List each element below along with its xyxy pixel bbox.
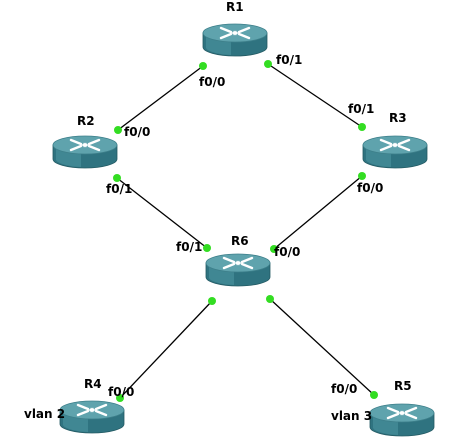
port-dot-r6-f0-1 — [203, 244, 211, 252]
port-label-r5-f0-0: f0/0 — [331, 382, 357, 396]
router-r4-name: R4 — [84, 377, 102, 391]
router-r6-name: R6 — [231, 234, 249, 248]
router-r2-icon[interactable] — [52, 135, 118, 169]
router-r3-name: R3 — [389, 111, 407, 125]
router-r5-icon[interactable] — [369, 403, 435, 437]
port-dots-layer — [113, 60, 378, 402]
port-dot-r3-f0-1 — [358, 123, 366, 131]
port-label-r3-f0-0: f0/0 — [357, 181, 383, 195]
port-dot-r1-f0-0 — [199, 62, 207, 70]
link-r1-r3[interactable] — [267, 63, 363, 128]
port-dot-r4-f0-0 — [116, 394, 124, 402]
link-r6-r4[interactable] — [119, 300, 213, 399]
link-r6-r5[interactable] — [269, 298, 375, 396]
port-label-r2-f0-1: f0/1 — [106, 182, 132, 196]
port-label-r2-f0-0: f0/0 — [124, 125, 150, 139]
port-label-r6-f0-0: f0/0 — [274, 245, 300, 259]
port-label-r1-f0-1: f0/1 — [276, 53, 302, 67]
port-dot-r6-link — [208, 297, 216, 305]
port-label-r6-f0-1: f0/1 — [176, 240, 202, 254]
router-r4-vlan-label: vlan 2 — [24, 407, 65, 421]
port-dot-r2-f0-1 — [113, 174, 121, 182]
links-layer — [116, 63, 375, 399]
router-r1-name: R1 — [226, 0, 244, 14]
port-dot-r5-f0-0 — [370, 391, 378, 399]
router-r3-icon[interactable] — [362, 135, 428, 169]
port-label-r4-f0-0: f0/0 — [108, 385, 134, 399]
router-r5-name: R5 — [394, 379, 412, 393]
port-dot-r6-link — [266, 295, 274, 303]
link-r2-r6[interactable] — [116, 177, 208, 249]
link-r1-r2[interactable] — [117, 65, 204, 131]
router-r2-name: R2 — [77, 114, 95, 128]
port-dot-r6-f0-0 — [270, 245, 278, 253]
router-r1-icon[interactable] — [202, 23, 268, 57]
routers-layer — [52, 23, 435, 437]
port-dot-r1-f0-1 — [264, 60, 272, 68]
router-r5-vlan-label: vlan 3 — [331, 409, 372, 423]
link-r3-r6[interactable] — [273, 175, 363, 250]
port-label-r3-f0-1: f0/1 — [348, 102, 374, 116]
router-r6-icon[interactable] — [205, 253, 271, 287]
port-label-r1-f0-0: f0/0 — [199, 75, 225, 89]
port-dot-r2-f0-0 — [114, 126, 122, 134]
router-r4-icon[interactable] — [59, 400, 125, 434]
port-dot-r3-f0-0 — [358, 172, 366, 180]
